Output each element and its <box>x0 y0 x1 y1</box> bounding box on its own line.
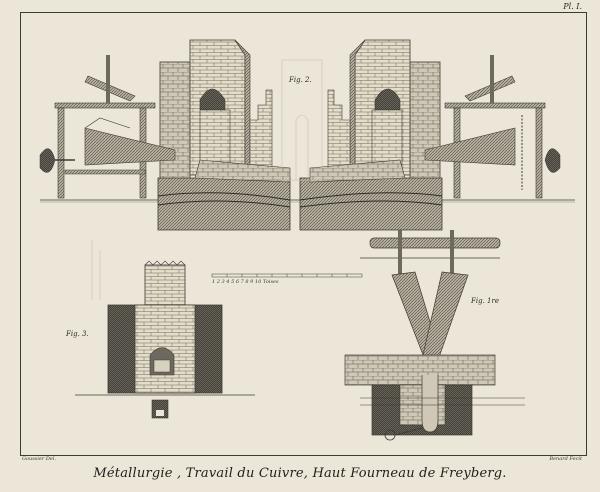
fig-1-label: Fig. 1re <box>471 297 499 305</box>
scale-label: 1 2 3 4 5 6 7 8 9 10 Toises <box>212 279 279 285</box>
plate-border <box>20 12 587 456</box>
plate-title: Métallurgie , Travail du Cuivre, Haut Fo… <box>93 466 507 481</box>
fig-3-furnace-elevation <box>75 240 255 419</box>
plate-number: Pl. I. <box>563 2 582 11</box>
fig-3-label: Fig. 3. <box>66 330 89 338</box>
fig-2-label: Fig. 2. <box>289 76 312 84</box>
signature-left: Goussier Del. <box>22 456 57 462</box>
scale-bar <box>211 273 363 278</box>
fig-1-hearth-tuyeres <box>344 230 525 441</box>
fig-2-furnace-section <box>39 39 575 231</box>
signature-right: Benard Fecit <box>549 456 582 462</box>
